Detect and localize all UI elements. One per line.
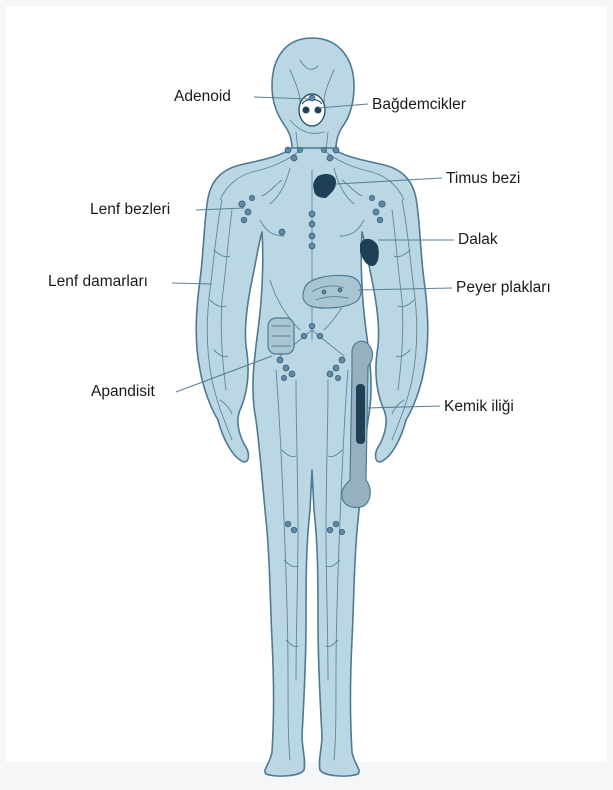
label-lenf-damarlari: Lenf damarları (48, 273, 148, 291)
appendix-colon (268, 318, 294, 354)
peyer-patches (303, 276, 361, 308)
adenoid-node (309, 95, 315, 101)
bone-marrow (356, 384, 365, 444)
label-lenf-bezleri: Lenf bezleri (90, 201, 170, 219)
label-peyer-plaklari: Peyer plakları (456, 279, 551, 297)
label-adenoid: Adenoid (174, 88, 231, 106)
label-kemik-iligi: Kemik iliği (444, 398, 514, 416)
label-timus-bezi: Timus bezi (446, 170, 520, 188)
label-apandisit: Apandisit (91, 383, 155, 401)
tonsil-left (303, 107, 310, 114)
label-bademcikler: Bağdemcikler (372, 96, 466, 114)
label-dalak: Dalak (458, 231, 498, 249)
spleen (360, 239, 379, 266)
